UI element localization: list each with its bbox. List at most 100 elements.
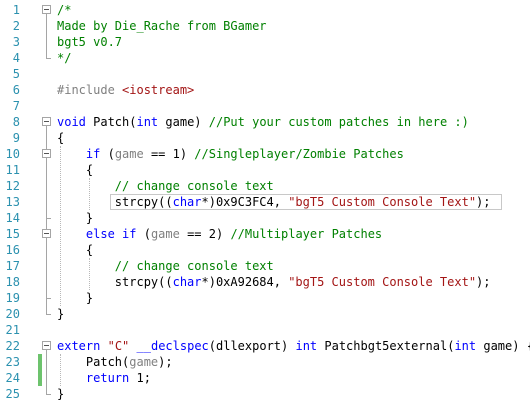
code-text[interactable]: */ bbox=[57, 50, 71, 66]
code-token: <iostream> bbox=[122, 83, 195, 97]
code-text[interactable]: void Patch(int game) //Put your custom p… bbox=[57, 114, 469, 130]
code-token bbox=[57, 259, 115, 273]
code-token: #include bbox=[57, 83, 123, 97]
code-token bbox=[57, 179, 115, 193]
code-token: bgt5 v0.7 bbox=[57, 35, 123, 49]
code-token: { bbox=[57, 243, 94, 257]
code-text[interactable]: } bbox=[57, 386, 64, 402]
code-text[interactable]: bgt5 v0.7 bbox=[57, 34, 122, 50]
code-token: //Put your custom patches in here :) bbox=[208, 115, 469, 129]
code-token bbox=[100, 339, 107, 353]
code-line[interactable]: 17 // change console text bbox=[0, 258, 530, 274]
line-number: 23 bbox=[5, 355, 20, 369]
indent-guide bbox=[88, 258, 90, 290]
code-line[interactable]: 25} bbox=[0, 386, 530, 402]
code-token: Patchbgt5external( bbox=[317, 339, 455, 353]
fold-toggle-icon[interactable] bbox=[42, 341, 51, 350]
code-token bbox=[57, 227, 86, 241]
code-token: //Multiplayer Patches bbox=[230, 227, 383, 241]
code-text[interactable]: Patch(game); bbox=[57, 354, 173, 370]
code-text[interactable]: } bbox=[57, 290, 93, 306]
change-marker bbox=[38, 354, 42, 370]
code-line[interactable]: 21 bbox=[0, 322, 530, 338]
line-number: 16 bbox=[5, 243, 20, 257]
fold-line bbox=[46, 238, 47, 298]
fold-toggle-icon[interactable] bbox=[42, 5, 51, 14]
code-line[interactable]: 5 bbox=[0, 66, 530, 82]
line-number: 4 bbox=[12, 51, 20, 65]
code-token: int bbox=[454, 339, 477, 353]
code-line[interactable]: 15 else if (game == 2) //Multiplayer Pat… bbox=[0, 226, 530, 242]
code-token: "C" bbox=[107, 339, 130, 353]
fold-line bbox=[46, 14, 47, 58]
code-line[interactable]: 11 { bbox=[0, 162, 530, 178]
line-number: 21 bbox=[5, 323, 20, 337]
code-token: 1; bbox=[129, 371, 151, 385]
code-line[interactable]: 7 bbox=[0, 98, 530, 114]
fold-toggle-icon[interactable] bbox=[42, 149, 51, 158]
code-token: // change console text bbox=[114, 259, 274, 273]
code-text[interactable]: { bbox=[57, 130, 64, 146]
fold-end-tick bbox=[46, 394, 51, 395]
code-text[interactable]: { bbox=[57, 242, 93, 258]
line-number: 22 bbox=[5, 339, 20, 353]
line-number: 15 bbox=[5, 227, 20, 241]
code-line[interactable]: 22 extern "C" __declspec(dllexport) int P… bbox=[0, 338, 530, 354]
code-text[interactable]: #include <iostream> bbox=[57, 82, 194, 98]
code-line[interactable]: 2 Made by Die_Rache from BGamer bbox=[0, 18, 530, 34]
code-line[interactable]: 20} bbox=[0, 306, 530, 322]
code-token: strcpy(( bbox=[57, 195, 173, 209]
indent-guide bbox=[60, 146, 61, 306]
code-token: return bbox=[85, 371, 130, 385]
code-token: void bbox=[57, 115, 86, 129]
code-line[interactable]: 10 if (game == 1) //Singleplayer/Zombie … bbox=[0, 146, 530, 162]
code-text[interactable]: /* bbox=[57, 2, 71, 18]
code-text[interactable]: Made by Die_Rache from BGamer bbox=[57, 18, 267, 34]
code-token: game bbox=[150, 227, 180, 241]
fold-toggle-icon[interactable] bbox=[42, 229, 51, 238]
line-number: 7 bbox=[12, 99, 20, 113]
code-line[interactable]: 23 Patch(game); bbox=[0, 354, 530, 370]
code-text[interactable]: strcpy((char*)0x9C3FC4, "bgT5 Custom Con… bbox=[57, 194, 491, 210]
code-text[interactable]: strcpy((char*)0xA92684, "bgT5 Custom Con… bbox=[57, 274, 491, 290]
code-line[interactable]: 12 // change console text bbox=[0, 178, 530, 194]
fold-line bbox=[46, 126, 47, 314]
code-line[interactable]: 4 */ bbox=[0, 50, 530, 66]
code-text[interactable]: { bbox=[57, 162, 93, 178]
line-number: 11 bbox=[5, 163, 20, 177]
code-token: ); bbox=[476, 275, 491, 289]
code-token: ( bbox=[136, 227, 151, 241]
code-text[interactable]: extern "C" __declspec(dllexport) int Pat… bbox=[57, 338, 530, 354]
code-text[interactable]: } bbox=[57, 210, 93, 226]
code-line[interactable]: 9{ bbox=[0, 130, 530, 146]
code-line[interactable]: 18 strcpy((char*)0xA92684, "bgT5 Custom … bbox=[0, 274, 530, 290]
code-line[interactable]: 16 { bbox=[0, 242, 530, 258]
code-token: int bbox=[295, 339, 318, 353]
code-line[interactable]: 19 } bbox=[0, 290, 530, 306]
code-text[interactable]: if (game == 1) //Singleplayer/Zombie Pat… bbox=[57, 146, 404, 162]
code-token bbox=[57, 371, 86, 385]
code-line[interactable]: 24 return 1; bbox=[0, 370, 530, 386]
code-text[interactable]: // change console text bbox=[57, 178, 274, 194]
line-number: 2 bbox=[12, 19, 20, 33]
indent-guide bbox=[88, 178, 90, 210]
code-token: } bbox=[57, 387, 65, 401]
line-number: 6 bbox=[12, 83, 20, 97]
code-line[interactable]: 14 } bbox=[0, 210, 530, 226]
code-line[interactable]: 1/* bbox=[0, 2, 530, 18]
line-number: 5 bbox=[12, 67, 20, 81]
code-text[interactable]: // change console text bbox=[57, 258, 274, 274]
code-text[interactable]: return 1; bbox=[57, 370, 151, 386]
code-text[interactable]: } bbox=[57, 306, 64, 322]
code-token: game) { bbox=[476, 339, 530, 353]
fold-toggle-icon[interactable] bbox=[42, 117, 51, 126]
code-token: extern bbox=[57, 339, 101, 353]
line-number: 10 bbox=[5, 147, 20, 161]
code-line[interactable]: 6 #include <iostream> bbox=[0, 82, 530, 98]
code-text[interactable]: else if (game == 2) //Multiplayer Patche… bbox=[57, 226, 382, 242]
code-line[interactable]: 13 strcpy((char*)0x9C3FC4, "bgT5 Custom … bbox=[0, 194, 530, 210]
change-marker bbox=[38, 370, 42, 386]
